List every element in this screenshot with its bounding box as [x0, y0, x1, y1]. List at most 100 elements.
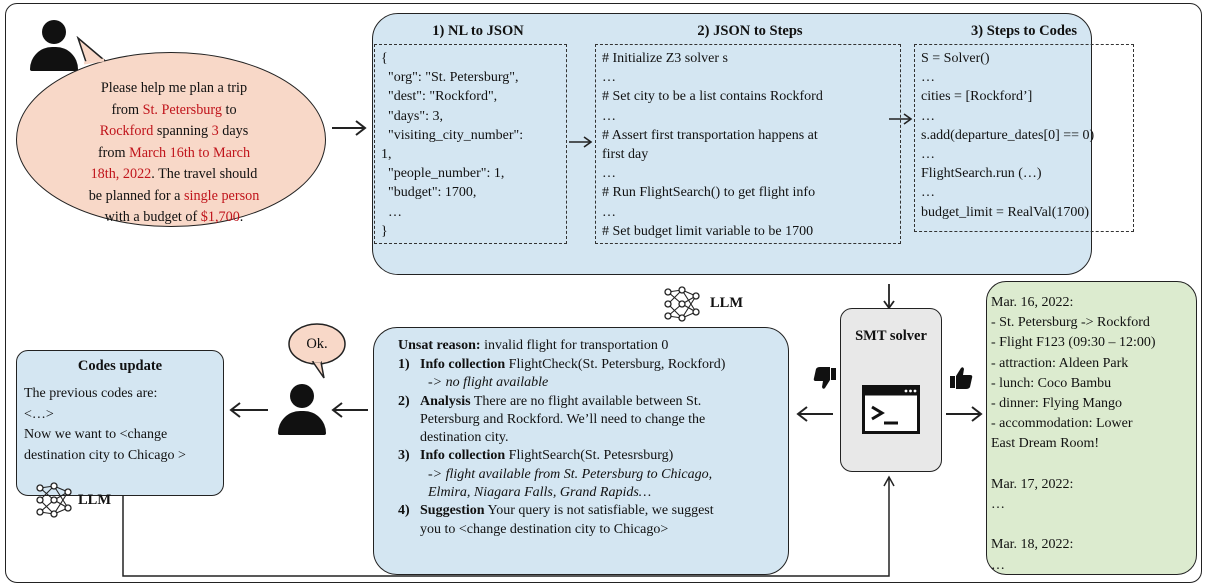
plan-line: - accommodation: Lower	[991, 416, 1133, 432]
user-request-text: Please help me plan a trip from St. Peter…	[60, 78, 288, 229]
code-line: …	[921, 108, 935, 124]
code-line: 1,	[381, 147, 392, 162]
plan-line: - Flight F123 (09:30 – 12:00)	[991, 335, 1156, 351]
code-line: …	[921, 185, 935, 201]
codes-update-box	[16, 350, 224, 496]
code-line: # Assert first transportation happens at	[602, 127, 818, 143]
codes-update-line: Now we want to <change	[24, 427, 168, 442]
code-line: FlightSearch.run (…)	[921, 166, 1042, 182]
unsat-item-text: Your query is not satisfiable, we sugges…	[484, 503, 714, 519]
code-line: s.add(departure_dates[0] == 0)	[921, 127, 1095, 143]
unsat-item-label: Analysis	[420, 393, 471, 409]
step2-title: 2) JSON to Steps	[697, 23, 803, 39]
ok-text: Ok.	[306, 336, 328, 352]
arrow-left-icon	[796, 406, 833, 422]
highlight-text: 18th, 2022	[90, 166, 152, 182]
unsat-item: 2) Analysis There are no flight available…	[398, 393, 788, 411]
plan-line: Mar. 17, 2022:	[991, 476, 1074, 492]
codes-update-line: <…>	[24, 406, 54, 422]
step1-title: 1) NL to JSON	[432, 23, 524, 39]
unsat-reason-text: invalid flight for transportation 0	[480, 338, 669, 353]
request-line: from St. Petersburg to	[60, 100, 288, 122]
smt-solver-label: SMT solver	[855, 328, 927, 344]
code-line: "budget": 1700,	[381, 185, 477, 201]
plan-line: - St. Petersburg -> Rockford	[991, 315, 1150, 331]
code-line: first day	[602, 147, 649, 162]
unsat-item-detail: Elmira, Niagara Falls, Grand Rapids…	[428, 485, 652, 501]
highlight-text: single person	[184, 187, 260, 204]
plan-line: …	[991, 557, 1005, 573]
thumbs-down-icon	[813, 367, 836, 389]
request-text: from	[111, 101, 143, 118]
request-text: to	[221, 101, 237, 118]
plan-line	[991, 515, 1196, 535]
code-line: budget_limit = RealVal(1700)	[921, 204, 1090, 220]
arrow-left-icon	[229, 402, 268, 418]
plan-line: East Dream Room!	[991, 436, 1100, 452]
unsat-item-label: Suggestion	[420, 503, 485, 519]
code-line: # Set budget limit variable to be 1700	[602, 223, 814, 239]
code-line: …	[602, 204, 616, 220]
request-text: from	[97, 144, 130, 161]
code-line: # Run FlightSearch() to get flight info	[602, 185, 816, 201]
llm-label-bottom: LLM	[78, 492, 112, 508]
request-text: . The travel should	[151, 166, 258, 182]
unsat-item-text: FlightSearch(St. Petesrsburg)	[505, 448, 674, 464]
request-text: .	[239, 209, 244, 225]
plan-lines: Mar. 16, 2022: - St. Petersburg -> Rockfo…	[991, 293, 1196, 576]
code-line: # Initialize Z3 solver s	[602, 51, 728, 66]
unsat-item-number: 3)	[398, 448, 410, 464]
unsat-item-text: There are no flight available between St…	[470, 393, 702, 409]
code-line: …	[602, 108, 616, 124]
llm-label: LLM	[710, 295, 744, 311]
codes-update-line: destination city to Chicago >	[24, 447, 186, 463]
unsat-item: 3)Info collection FlightSearch(St. Petes…	[398, 447, 788, 465]
request-line: from March 16th to March	[60, 143, 288, 165]
plan-line: - lunch: Coco Bambu	[991, 375, 1112, 391]
plan-line: Mar. 16, 2022:	[991, 295, 1074, 310]
unsat-item-number: 2)	[398, 393, 410, 409]
request-text: Please help me plan a trip	[100, 80, 248, 96]
ok-bubble	[288, 323, 346, 379]
terminal-icon	[862, 385, 920, 434]
highlight-text: $1,700	[200, 209, 240, 225]
arrow-down-icon	[883, 284, 895, 310]
code-line: …	[921, 70, 935, 86]
plan-output-box	[986, 281, 1197, 575]
request-line: be planned for a single person	[60, 186, 288, 208]
unsat-item-number: 4)	[398, 503, 410, 519]
unsat-item-number: 1)	[398, 357, 410, 372]
request-text: be planned for a	[88, 187, 185, 204]
plan-line: - attraction: Aldeen Park	[991, 355, 1129, 371]
unsat-item-continuation: destination city.	[420, 430, 509, 446]
arrow-right-icon	[332, 120, 367, 136]
request-line: Rockford spanning 3 days	[60, 121, 288, 143]
codes-box: S = Solver()…cities = [Rockford’]…s.add(…	[914, 44, 1134, 232]
unsat-item: 4) Suggestion Your query is not satisfiab…	[398, 502, 788, 520]
code-line: {	[381, 51, 388, 66]
code-line: "visiting_city_number":	[381, 127, 524, 143]
plan-line: - dinner: Flying Mango	[991, 396, 1123, 412]
arrow-right-icon	[569, 136, 593, 148]
unsat-item-continuation: you to <change destination city to Chica…	[420, 521, 669, 537]
highlight-text: Rockford	[99, 123, 154, 139]
code-line: …	[602, 70, 616, 86]
unsat-items: 1)Info collection FlightCheck(St. Peters…	[398, 356, 788, 539]
neural-network-icon	[664, 286, 700, 322]
unsat-item-continuation: Petersburg and Rockford. We’ll need to c…	[420, 411, 706, 427]
plan-line	[991, 455, 1196, 475]
code-line: S = Solver()	[921, 51, 990, 66]
plan-line: Mar. 18, 2022:	[991, 537, 1074, 553]
code-line: "org": "St. Petersburg",	[381, 70, 519, 86]
code-line: }	[381, 223, 388, 239]
unsat-item-label: Info collection	[420, 357, 506, 372]
user-request-bubble	[16, 52, 326, 227]
bubble-tail	[76, 36, 106, 65]
highlight-text: March 16th to March	[129, 144, 251, 161]
thumbs-up-icon	[950, 367, 973, 389]
code-line: …	[921, 147, 935, 162]
codes-update-lines: The previous codes are:<…>Now we want to…	[24, 384, 224, 466]
plan-line: …	[991, 497, 1005, 513]
unsat-item-detail: -> no flight available	[428, 375, 549, 391]
code-line: "days": 3,	[381, 108, 443, 124]
